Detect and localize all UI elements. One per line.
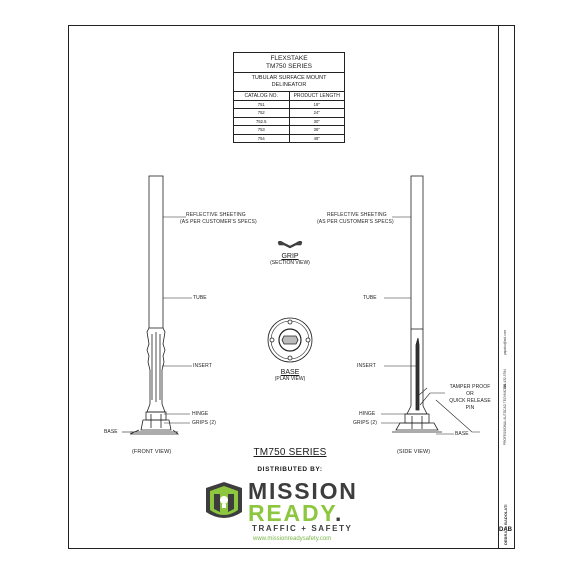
front-insert-label: INSERT bbox=[193, 363, 212, 369]
tamper-note: TAMPER PROOF OR QUICK RELEASE PIN bbox=[440, 384, 500, 412]
grip-sub: (SECTION VIEW) bbox=[270, 260, 310, 266]
side-hinge-label: HINGE bbox=[359, 411, 376, 417]
spec-table-header: FLEXSTAKE TM750 SERIES bbox=[233, 52, 345, 73]
side-base-label: BASE bbox=[455, 431, 469, 437]
grip-title: GRIP bbox=[281, 253, 299, 260]
ready-dot: . bbox=[334, 500, 344, 526]
side-view-post bbox=[392, 175, 442, 433]
side-reflective-sub: (AS PER CUSTOMER'S SPECS) bbox=[317, 219, 394, 225]
front-view-post bbox=[129, 175, 180, 435]
tamper-line-4: PIN bbox=[465, 405, 475, 411]
distributed-by: DISTRIBUTED BY: bbox=[257, 466, 323, 473]
front-tube-label: TUBE bbox=[193, 295, 207, 301]
side-grips-label: GRIPS (2) bbox=[353, 420, 377, 426]
front-view-caption: (FRONT VIEW) bbox=[132, 449, 172, 455]
tamper-line-1: TAMPER PROOF bbox=[449, 384, 491, 390]
spec-length-cell: 19" bbox=[288, 99, 345, 110]
tamper-line-2: OR bbox=[466, 391, 474, 397]
spec-length-cell: 36" bbox=[288, 125, 345, 135]
shield-logo-icon bbox=[206, 482, 242, 518]
base-caption: BASE (PLAN VIEW) bbox=[250, 369, 330, 382]
spec-length-cell: 24" bbox=[288, 108, 345, 118]
website-link[interactable]: www.missionreadysafety.com bbox=[253, 536, 332, 542]
ready-wordmark: READY. bbox=[248, 500, 343, 527]
mission-wordmark: MISSION bbox=[248, 478, 358, 504]
base-title: BASE bbox=[280, 369, 300, 376]
spec-table: FLEXSTAKE TM750 SERIES TUBULAR SURFACE M… bbox=[233, 52, 345, 144]
front-leaders bbox=[122, 216, 192, 433]
front-base-label: BASE bbox=[104, 429, 118, 435]
side-insert-label: INSERT bbox=[357, 363, 376, 369]
front-hinge-label: HINGE bbox=[192, 411, 209, 417]
spec-brand: FLEXSTAKE bbox=[270, 55, 308, 62]
spec-length-cell: 30" bbox=[288, 116, 345, 127]
base-plan-view bbox=[267, 317, 313, 363]
front-grips-label: GRIPS (2) bbox=[192, 420, 216, 426]
front-reflective-label: REFLECTIVE SHEETING bbox=[186, 212, 246, 218]
ready-word: READY bbox=[248, 500, 335, 526]
spec-length-cell: 48" bbox=[288, 133, 345, 144]
drafter-initials: DAB bbox=[499, 527, 512, 533]
side-tube-label: TUBE bbox=[363, 295, 377, 301]
side-view-caption: (SIDE VIEW) bbox=[397, 449, 431, 455]
grip-section-shape bbox=[277, 240, 303, 249]
spec-series: TM750 SERIES bbox=[266, 63, 312, 70]
tamper-line-3: QUICK RELEASE bbox=[449, 398, 491, 404]
front-reflective-sub: (AS PER CUSTOMER'S SPECS) bbox=[180, 219, 257, 225]
series-title: TM750 SERIES bbox=[253, 447, 327, 458]
grip-caption: GRIP (SECTION VIEW) bbox=[250, 253, 330, 266]
title-block: DEBRA A. BADOLATI PROFESSIONAL AUTOCAD T… bbox=[498, 25, 515, 549]
base-sub: (PLAN VIEW) bbox=[274, 376, 306, 382]
side-reflective-label: REFLECTIVE SHEETING bbox=[327, 212, 387, 218]
tagline: TRAFFIC + SAFETY bbox=[252, 524, 353, 533]
side-leaders bbox=[381, 216, 480, 435]
drawing-sheet bbox=[68, 25, 515, 549]
